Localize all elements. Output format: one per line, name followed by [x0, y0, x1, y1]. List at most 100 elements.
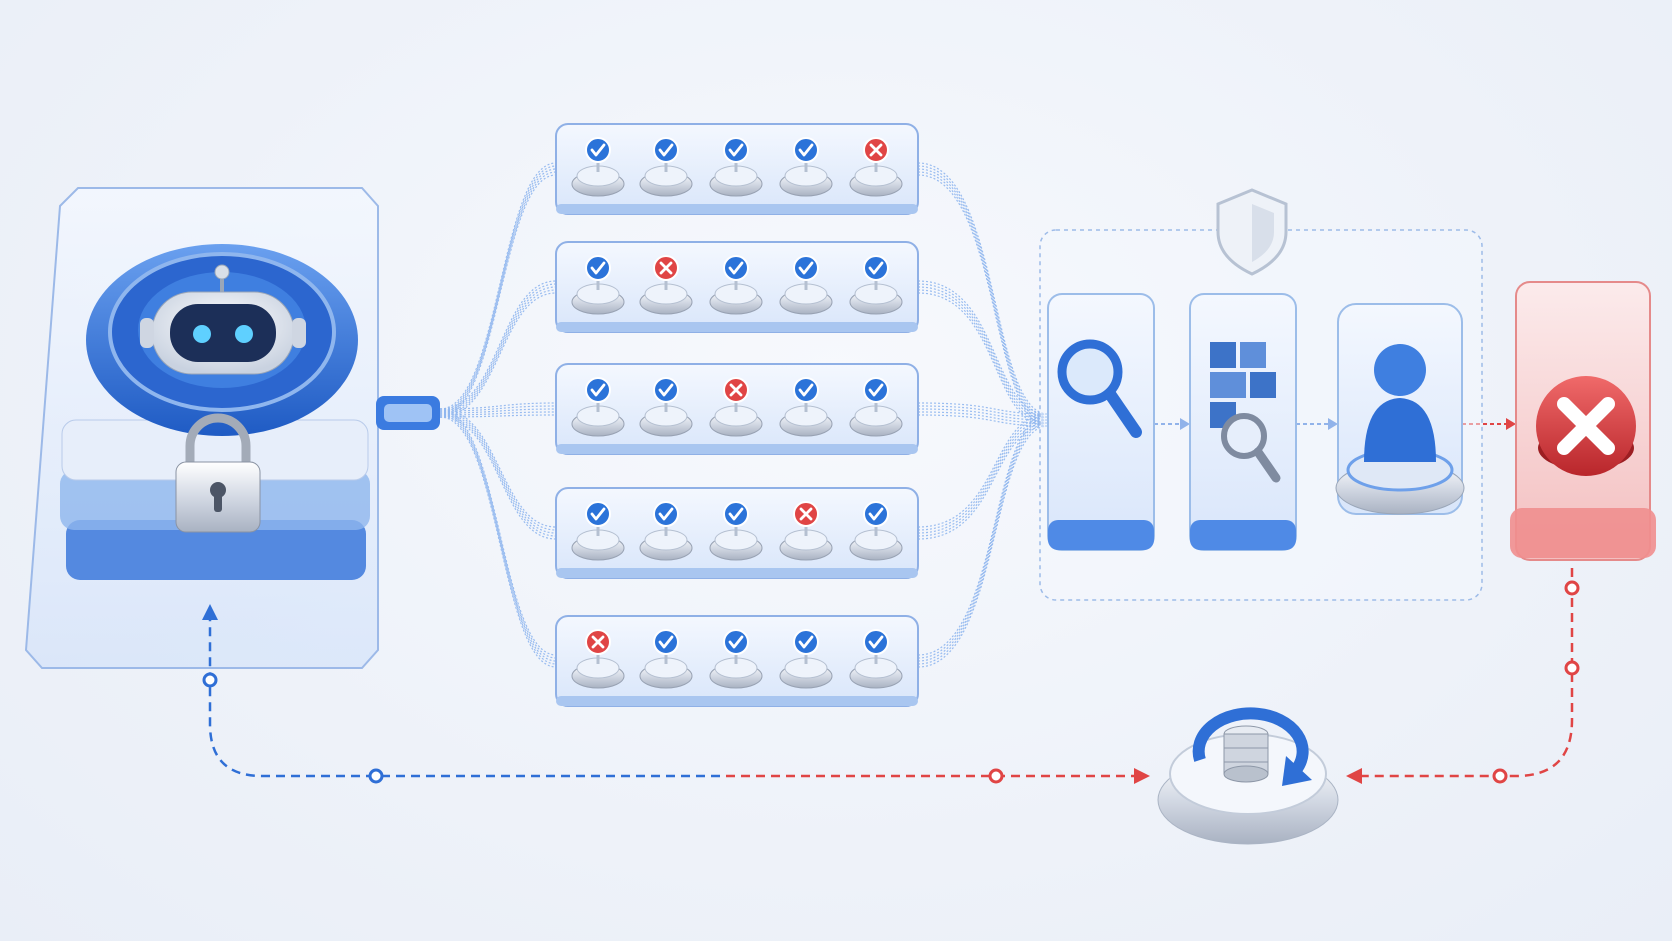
fan-in-line — [917, 425, 1049, 540]
check-icon — [653, 377, 679, 403]
check-row[interactable] — [555, 123, 919, 215]
fan-out-line — [439, 162, 557, 410]
check-token-pass — [849, 377, 903, 437]
review-stage-human-reviewer[interactable] — [1335, 303, 1465, 515]
fan-out-line — [439, 402, 557, 410]
check-icon — [585, 501, 611, 527]
check-row[interactable] — [555, 363, 919, 455]
agent-base-slab-1 — [66, 520, 366, 580]
check-row[interactable] — [555, 241, 919, 333]
check-token-pass — [639, 629, 693, 689]
document-search-icon — [1210, 342, 1281, 483]
fan-in-line — [917, 174, 1049, 427]
fan-out-line — [439, 168, 557, 414]
reject-node[interactable] — [1510, 281, 1656, 561]
fan-out-line — [439, 292, 557, 418]
fan-out-line — [439, 408, 557, 656]
check-icon — [723, 629, 749, 655]
check-icon — [653, 629, 679, 655]
human-reviewer-icon — [1364, 344, 1436, 462]
fan-in-line — [917, 422, 1049, 537]
fan-out-lines — [439, 162, 1516, 668]
check-icon — [863, 629, 889, 655]
fan-in-line — [917, 162, 1049, 415]
fan-out-line — [439, 416, 557, 540]
stage-glass-case — [1047, 293, 1155, 551]
check-icon — [863, 255, 889, 281]
check-row-rim — [556, 322, 918, 332]
check-icon — [653, 137, 679, 163]
check-icon — [585, 255, 611, 281]
fan-out-line — [439, 286, 557, 414]
check-token-pass — [779, 377, 833, 437]
check-token-pass — [709, 501, 763, 561]
agent-output-connector — [376, 396, 440, 430]
check-token-pass — [849, 501, 903, 561]
fan-in-line — [917, 413, 1049, 528]
check-icon — [793, 377, 819, 403]
check-token-pass — [779, 137, 833, 197]
check-row[interactable] — [555, 615, 919, 707]
check-icon — [793, 137, 819, 163]
fan-in-line — [917, 292, 1049, 427]
fan-out-line — [439, 283, 557, 412]
fan-in-line — [917, 425, 1049, 668]
fan-in-line — [917, 289, 1049, 424]
check-token-pass — [779, 629, 833, 689]
check-token-pass — [709, 137, 763, 197]
check-icon — [793, 255, 819, 281]
fan-in-line — [917, 402, 1049, 415]
fan-in-line — [917, 416, 1049, 531]
check-row-rim — [556, 444, 918, 454]
review-stage-magnifier[interactable] — [1047, 293, 1155, 551]
fan-in-line — [917, 413, 1049, 656]
ai-agent-core[interactable] — [24, 187, 440, 669]
check-row[interactable] — [555, 487, 919, 579]
check-row-rim — [556, 204, 918, 214]
check-row-rim — [556, 568, 918, 578]
check-icon — [793, 629, 819, 655]
magnifier-icon — [1057, 339, 1142, 438]
check-token-fail — [639, 255, 693, 315]
fan-out-line — [439, 410, 557, 531]
fan-in-line — [917, 422, 1049, 665]
cross-icon — [585, 629, 611, 655]
fan-out-line — [439, 412, 557, 662]
fan-out-line — [439, 416, 557, 668]
database-refresh-icon — [1192, 707, 1312, 786]
fan-in-line — [917, 408, 1049, 421]
feedback-node[interactable] — [1157, 707, 1339, 845]
cross-icon — [723, 377, 749, 403]
cross-icon — [863, 137, 889, 163]
cross-icon — [793, 501, 819, 527]
check-icon — [863, 501, 889, 527]
check-token-pass — [709, 255, 763, 315]
fan-out-line — [439, 289, 557, 416]
fan-out-line — [439, 414, 557, 537]
check-token-pass — [571, 255, 625, 315]
fan-out-line — [439, 280, 557, 410]
check-row-rim — [556, 696, 918, 706]
check-icon — [723, 501, 749, 527]
check-token-fail — [571, 629, 625, 689]
fan-in-line — [917, 165, 1049, 418]
check-token-pass — [709, 629, 763, 689]
check-icon — [723, 255, 749, 281]
check-token-pass — [571, 137, 625, 197]
check-token-pass — [779, 255, 833, 315]
fan-out-line — [439, 405, 557, 412]
cross-icon — [653, 255, 679, 281]
fan-in-line — [917, 286, 1049, 421]
check-token-pass — [639, 377, 693, 437]
fan-in-line — [917, 419, 1049, 534]
feedback-flow-red — [720, 568, 1580, 784]
check-token-pass — [849, 255, 903, 315]
fan-in-line — [917, 419, 1049, 662]
feedback-flow-blue — [202, 604, 720, 784]
fan-in-line — [917, 283, 1049, 418]
check-token-pass — [639, 137, 693, 197]
review-stage-document-search[interactable] — [1189, 293, 1297, 551]
reject-x-icon — [1536, 376, 1636, 476]
